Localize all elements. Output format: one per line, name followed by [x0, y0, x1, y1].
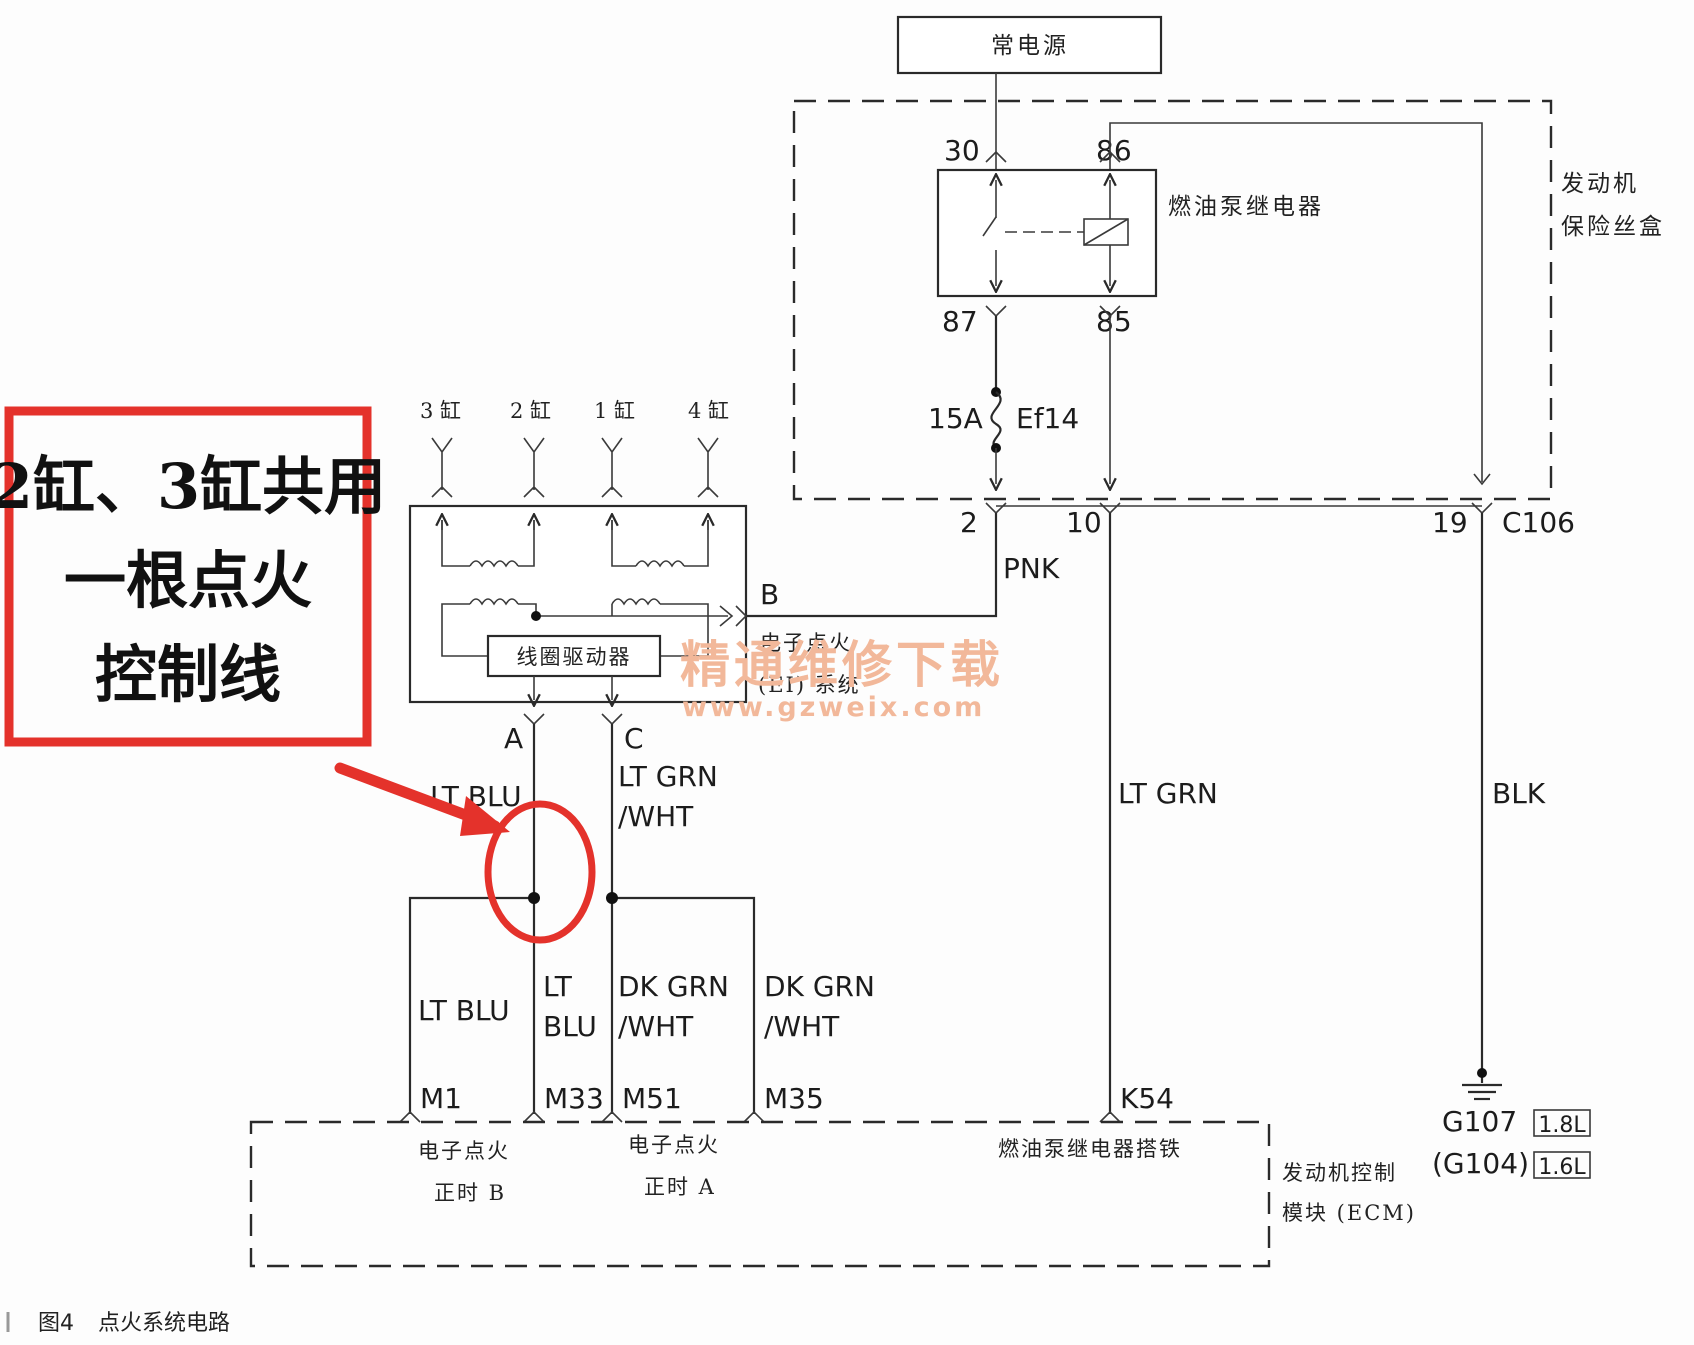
fuse-box-label-2: 保险丝盒: [1561, 214, 1665, 240]
badge-1-8l: 1.8L: [1538, 1113, 1586, 1138]
ecm-pin-k54: K54: [1120, 1082, 1174, 1115]
ei-pin-b: B: [760, 578, 779, 611]
wire-m33-label-1: LT: [543, 970, 573, 1003]
fuel-pump-relay-label: 燃油泵继电器: [1168, 194, 1324, 220]
ecm-pump-ground: 燃油泵继电器搭铁: [998, 1137, 1182, 1161]
ground-g104: (G104): [1432, 1147, 1529, 1180]
ei-pin-a: A: [504, 722, 523, 755]
wire-m35-label-1: DK GRN: [764, 970, 875, 1003]
ecm-pin-m51: M51: [622, 1082, 682, 1115]
fuse-rating: 15A: [928, 402, 983, 435]
spark-outputs: [431, 437, 719, 498]
ei-system-label-2: (EI) 系统: [758, 673, 861, 697]
fuse-box-label-1: 发动机: [1561, 171, 1639, 197]
c106-pin-19: 19: [1432, 506, 1468, 539]
watermark-title: 精通维修下载: [680, 636, 1004, 694]
caption-title: 点火系统电路: [98, 1311, 230, 1336]
relay-pin-86: 86: [1096, 134, 1132, 167]
wire-lt-grn-wht-label-1: LT GRN: [618, 760, 718, 793]
wire-m35-label-2: /WHT: [764, 1010, 840, 1043]
wire-m51-label-2: /WHT: [618, 1010, 694, 1043]
watermark-url: www.gzweix.com: [682, 692, 985, 723]
wire-m1-label: LT BLU: [418, 994, 510, 1027]
wire-lt-grn-k54-label: LT GRN: [1118, 777, 1218, 810]
ground-symbol: [1462, 1068, 1502, 1101]
cylinder-2-label: 2 缸: [510, 399, 551, 423]
annotation-box: [4, 406, 372, 747]
c106-pin-2: 2: [960, 506, 978, 539]
wire-lt-grn-wht-label-2: /WHT: [618, 800, 694, 833]
cylinder-4-label: 4 缸: [688, 399, 729, 423]
ecm-pin-m33: M33: [544, 1082, 604, 1115]
relay-pin-30: 30: [944, 134, 980, 167]
annotation-line-1: 2缸、3缸共用: [0, 450, 386, 523]
ecm-pin-m1: M1: [420, 1082, 462, 1115]
wire-pnk-label: PNK: [1003, 552, 1060, 585]
ecm-pin-m35: M35: [764, 1082, 824, 1115]
cylinder-1-label: 1 缸: [594, 399, 635, 423]
power-source-label: 常电源: [991, 33, 1069, 59]
ecm-label-2: 模块 (ECM): [1282, 1201, 1416, 1225]
fuel-pump-relay: [936, 168, 1158, 298]
ecm-timing-a-2: 正时 A: [644, 1175, 716, 1199]
annotation-line-2: 一根点火: [64, 544, 312, 617]
fuse-box-boundary: [792, 99, 1553, 501]
badge-1-6l: 1.6L: [1538, 1155, 1586, 1180]
power-source-box: [896, 15, 1163, 75]
c106-label: C106: [1502, 506, 1575, 539]
caption-figure: 图4: [38, 1311, 74, 1336]
ground-g107: G107: [1442, 1105, 1517, 1138]
fuse-id: Ef14: [1016, 402, 1079, 435]
ecm-boundary: [249, 1120, 1271, 1268]
wire-m51-label-1: DK GRN: [618, 970, 729, 1003]
relay-pin-85: 85: [1096, 305, 1132, 338]
coil-driver-label: 线圈驱动器: [517, 645, 632, 669]
coil-driver-box: [486, 634, 662, 678]
c106-pin-10: 10: [1066, 506, 1102, 539]
wire-blk-label: BLK: [1492, 777, 1546, 810]
ecm-label-1: 发动机控制: [1282, 1161, 1397, 1185]
cylinder-3-label: 3 缸: [420, 399, 461, 423]
annotation-circle: [484, 800, 596, 944]
ecm-timing-b-2: 正时 B: [434, 1181, 506, 1205]
ecm-timing-a-1: 电子点火: [628, 1133, 720, 1157]
ecm-timing-b-1: 电子点火: [418, 1139, 510, 1163]
ei-system-label-1: 电子点火: [760, 631, 852, 655]
relay-pin-87: 87: [942, 305, 978, 338]
wire-m33-label-2: BLU: [543, 1010, 597, 1043]
annotation-line-3: 控制线: [95, 638, 281, 711]
ei-pin-c: C: [624, 722, 644, 755]
